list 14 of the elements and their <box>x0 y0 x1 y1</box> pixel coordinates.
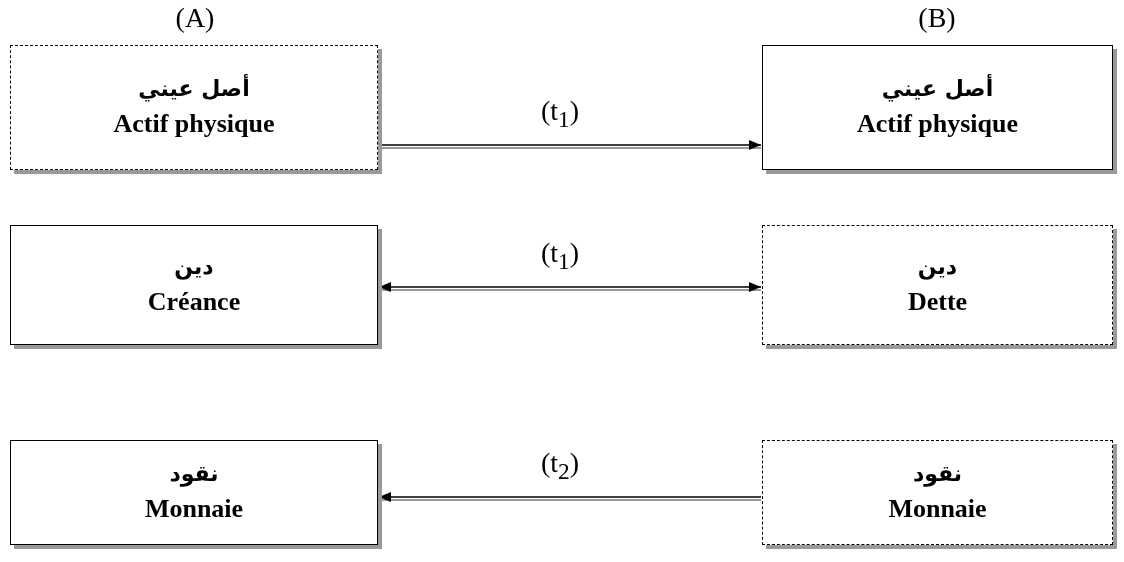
french-term: Monnaie <box>888 494 987 524</box>
french-term: Actif physique <box>113 109 275 139</box>
column-heading: (B) <box>918 2 956 34</box>
arabic-term: أصل عيني <box>881 76 994 101</box>
french-term: Actif physique <box>856 109 1019 139</box>
french-term: Monnaie <box>144 494 244 524</box>
arabic-term: نقود <box>169 461 219 486</box>
arabic-term: نقود <box>912 461 963 486</box>
french-term: Dette <box>907 286 968 317</box>
french-term: Créance <box>147 286 241 317</box>
arabic-term: دين <box>174 253 214 279</box>
arabic-term: أصل عيني <box>138 76 250 101</box>
column-heading: (A) <box>175 2 215 34</box>
arabic-term: دين <box>917 253 958 279</box>
